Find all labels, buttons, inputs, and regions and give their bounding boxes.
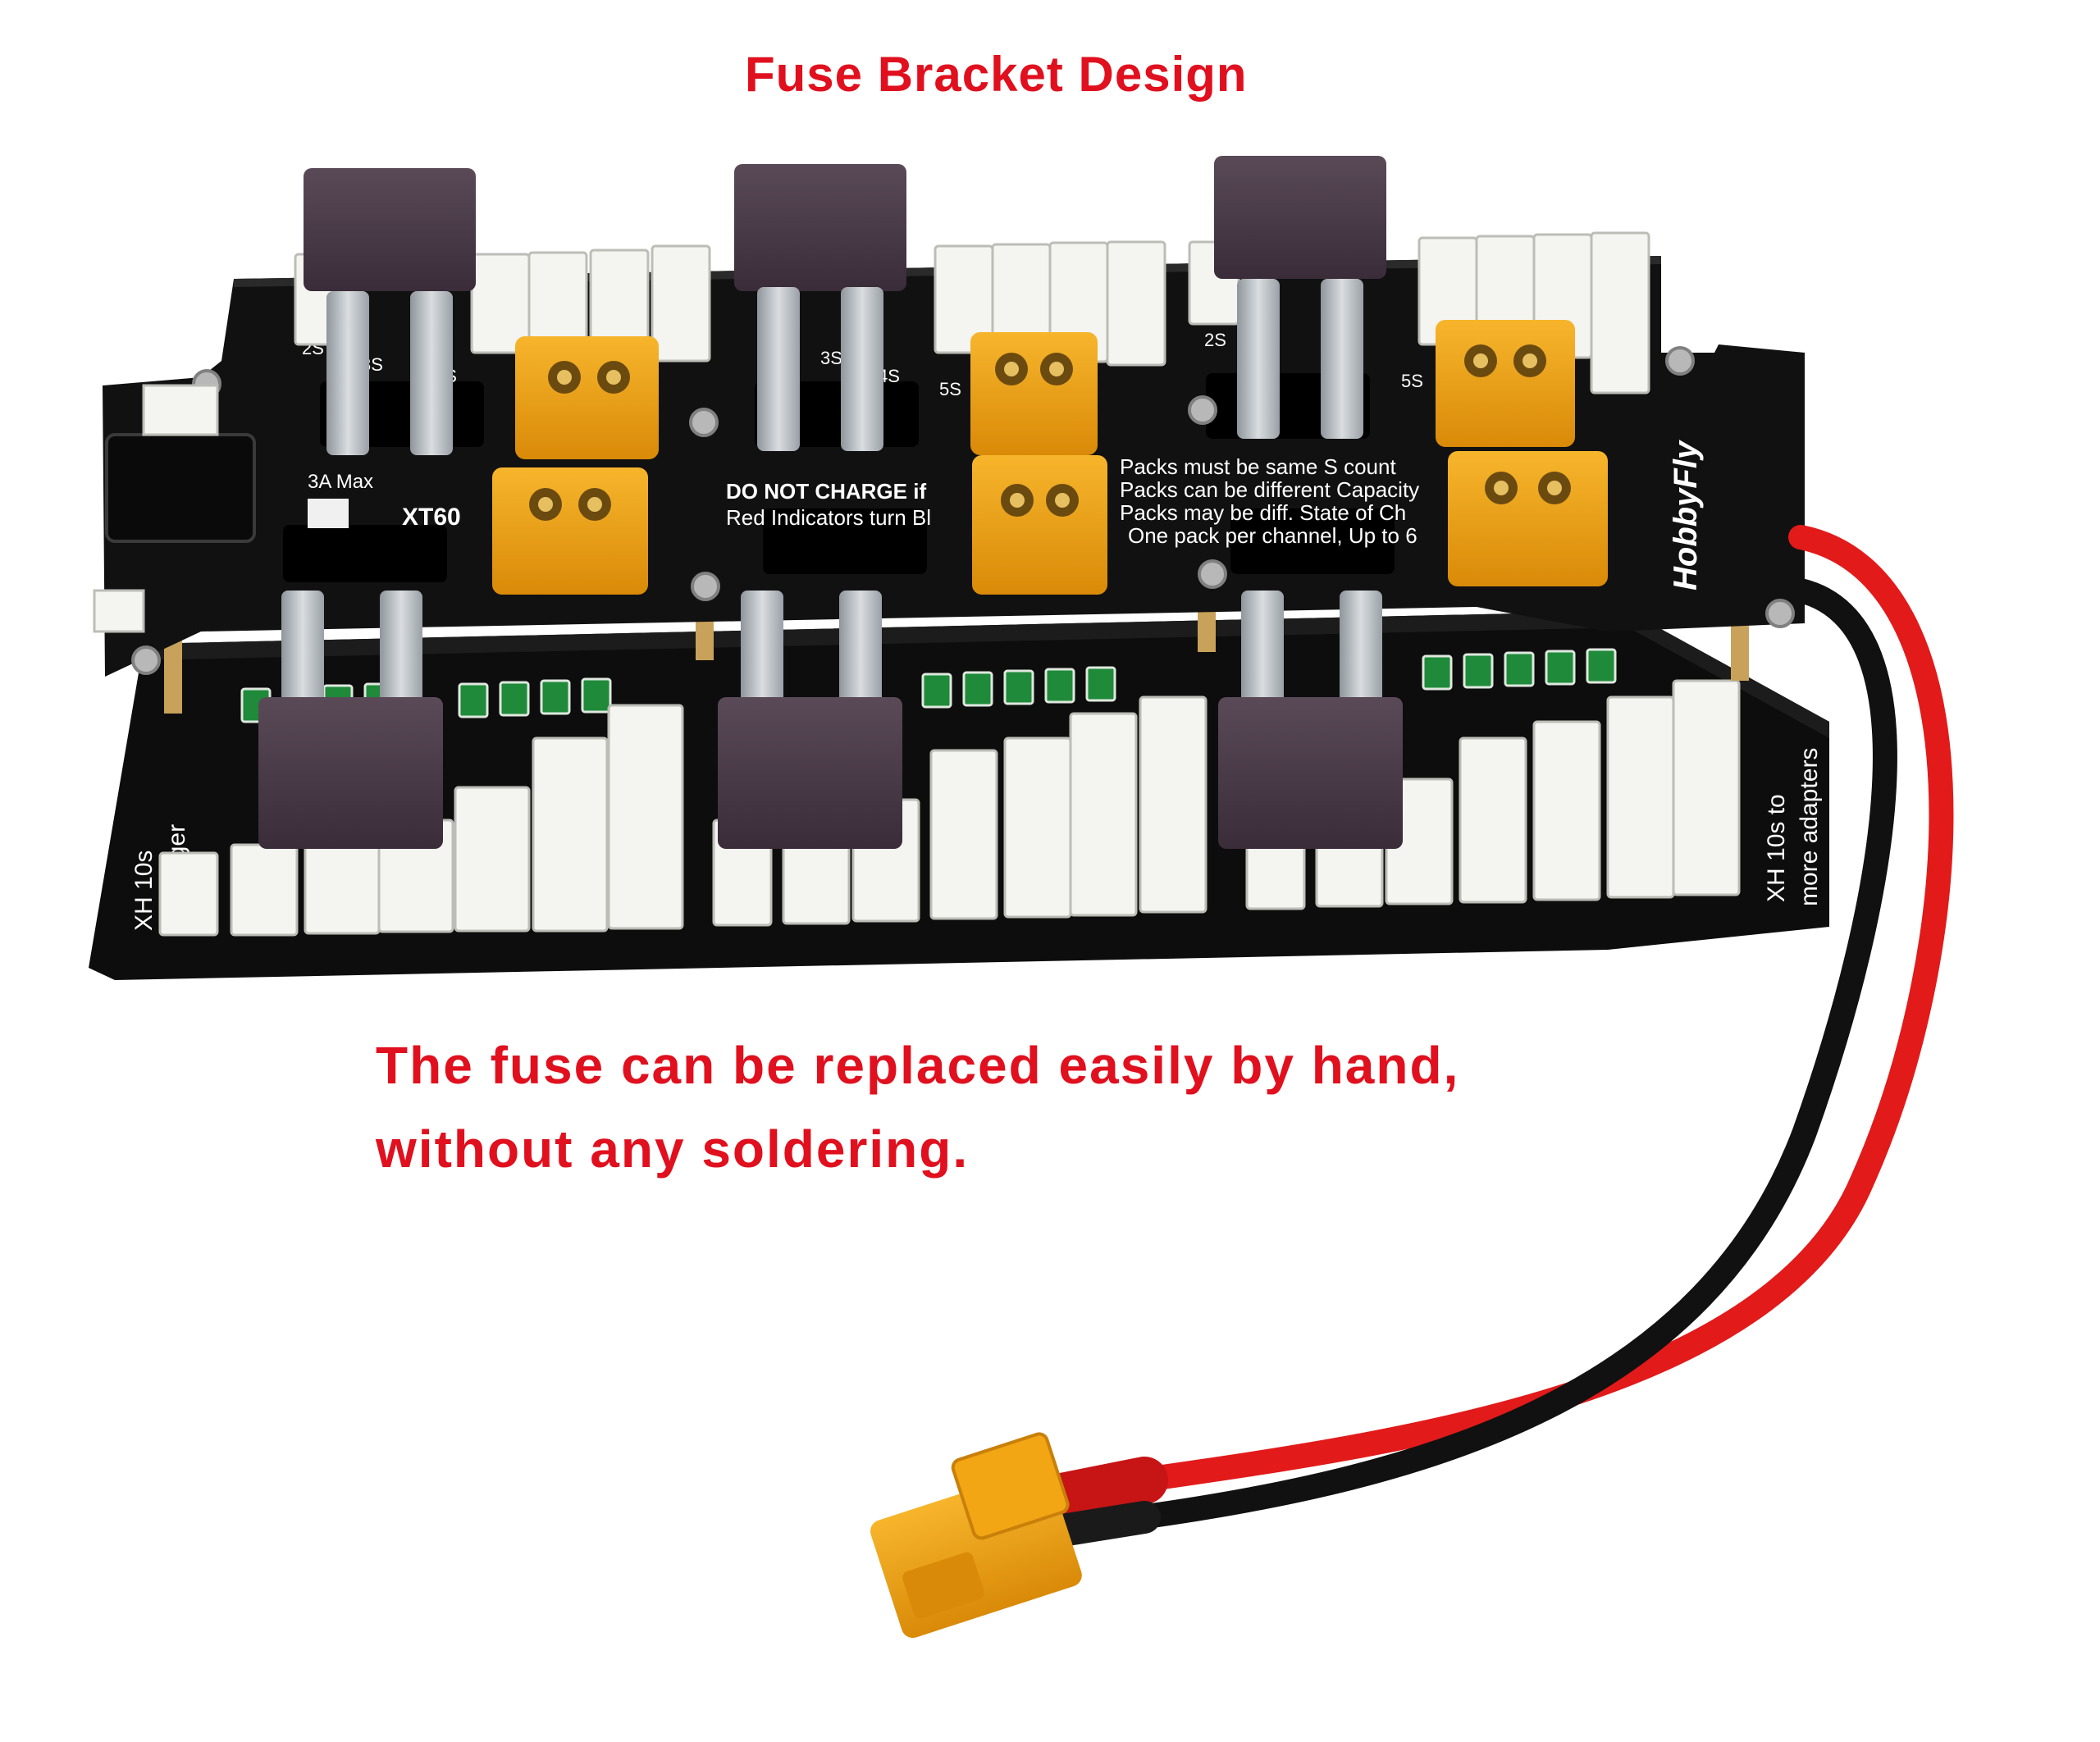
fuses-bottom	[258, 591, 1403, 849]
xh-right-label-2: more adapters	[1796, 748, 1823, 906]
fuses-top	[304, 156, 1386, 455]
label-5s-b: 5S	[939, 379, 961, 399]
title: Fuse Bracket Design	[745, 47, 1248, 102]
max-current-label: 3A Max	[308, 471, 373, 493]
label-3s-b: 3S	[820, 348, 842, 368]
xh-right-label: XH 10s to	[1763, 794, 1790, 902]
rule-2: Packs can be different Capacity	[1120, 477, 1419, 502]
xt60-female-plug	[870, 1432, 1082, 1639]
label-2s-c: 2S	[1204, 330, 1226, 350]
warning-label: DO NOT CHARGE if	[726, 479, 926, 504]
dc-jack	[93, 384, 349, 633]
rule-4: One pack per channel, Up to 6	[1128, 523, 1418, 548]
xh-left-label: XH 10s	[130, 850, 158, 931]
rule-3: Packs may be diff. State of Ch	[1120, 500, 1406, 525]
xt60-connectors	[492, 320, 1608, 595]
warning-label-2: Red Indicators turn Bl	[726, 505, 931, 530]
xt60-label: XT60	[402, 504, 461, 531]
caption-line-2: without any soldering.	[376, 1120, 970, 1179]
caption-line-1: The fuse can be replaced easily by hand,	[376, 1036, 1460, 1095]
brand-label: HobbyFly	[1668, 440, 1704, 591]
label-5s-c: 5S	[1401, 371, 1423, 391]
rule-1: Packs must be same S count	[1120, 454, 1396, 479]
